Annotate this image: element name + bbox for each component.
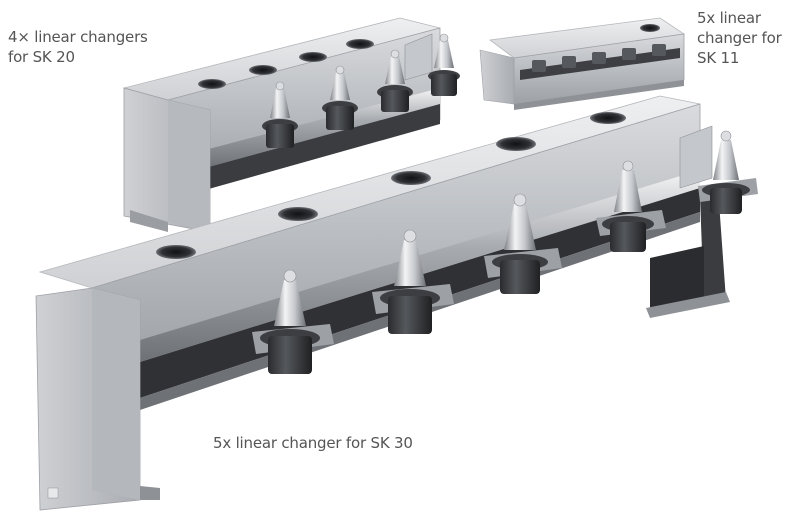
sk30-tool-holder xyxy=(372,229,454,334)
caption-sk30-line-1: 5x linear changer for SK 30 xyxy=(213,434,413,452)
caption-sk20-line-1: 4× linear changers xyxy=(8,28,148,46)
sk30-tool-holder xyxy=(698,130,758,214)
sk30-tool-holder xyxy=(596,160,666,252)
sk30-changer xyxy=(35,95,758,511)
caption-sk11-line-2: changer for xyxy=(697,29,782,47)
sk30-tool-holder xyxy=(252,269,334,374)
sk20-tool-holder xyxy=(377,49,413,112)
sk20-tool-holder xyxy=(428,33,460,96)
caption-sk30: 5x linear changer for SK 30 xyxy=(213,433,413,453)
caption-sk20-line-2: for SK 20 xyxy=(8,48,75,66)
sk20-changer xyxy=(122,17,460,233)
sk20-tool-holder xyxy=(322,65,358,130)
caption-sk20: 4× linear changers for SK 20 xyxy=(8,27,148,67)
caption-sk11: 5x linear changer for SK 11 xyxy=(697,8,782,68)
sk30-tool-holder xyxy=(484,193,562,294)
sk11-changer xyxy=(479,17,686,110)
caption-sk11-line-3: SK 11 xyxy=(697,49,740,67)
caption-sk11-line-1: 5x linear xyxy=(697,9,761,27)
sk20-tool-holder xyxy=(262,81,298,148)
